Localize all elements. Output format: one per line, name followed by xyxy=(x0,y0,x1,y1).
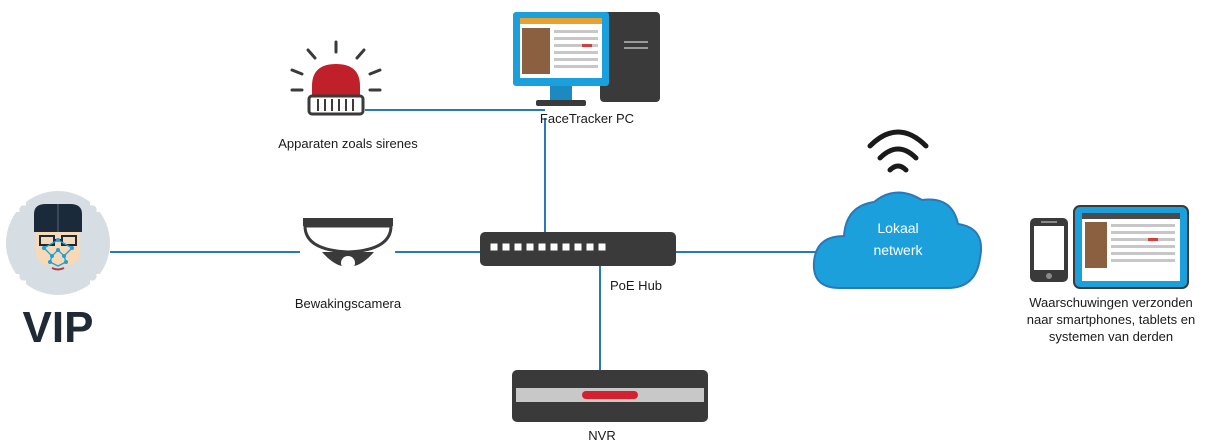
pc-label: FaceTracker PC xyxy=(539,111,635,126)
nvr-label: NVR xyxy=(588,428,616,443)
wifi-icon xyxy=(867,129,929,173)
camera-label: Bewakingscamera xyxy=(294,296,402,311)
poe-hub-icon xyxy=(480,232,676,266)
cloud-icon xyxy=(812,191,982,289)
pc-icon xyxy=(513,12,660,106)
nvr-icon xyxy=(512,370,708,422)
camera-icon xyxy=(303,218,393,270)
vip-face-icon xyxy=(6,191,110,295)
poe-hub-label: PoE Hub xyxy=(610,278,663,293)
alerts-label-line1: Waarschuwingen verzonden xyxy=(1029,295,1193,310)
network-label-line1: Lokaal xyxy=(877,220,919,236)
siren-label: Apparaten zoals sirenes xyxy=(278,136,418,151)
siren-icon xyxy=(290,40,382,116)
vip-label: VIP xyxy=(22,303,94,352)
alerts-label-line2: naar smartphones, tablets en xyxy=(1026,312,1196,327)
tablet-icon xyxy=(1073,205,1189,289)
smartphone-icon xyxy=(1030,218,1068,282)
network-label-line2: netwerk xyxy=(873,242,923,258)
connection-lines xyxy=(110,109,840,370)
alerts-label-line3: systemen van derden xyxy=(1048,329,1174,344)
